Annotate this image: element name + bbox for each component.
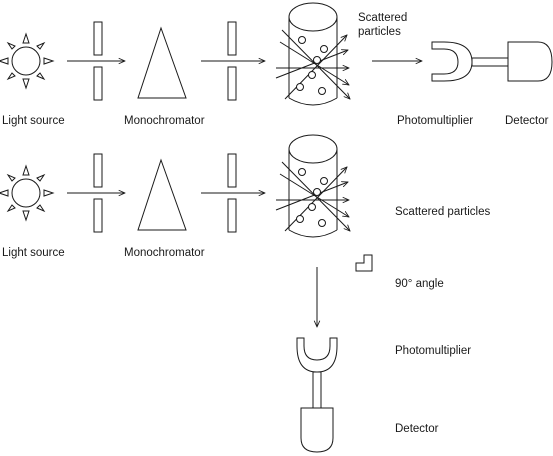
top-photomultiplier-label: Photomultiplier	[397, 115, 474, 127]
top-scattered-label-line2: particles	[358, 26, 401, 38]
top-scattered-label-line1: Scattered	[358, 12, 408, 24]
top-scatter-rays	[275, 29, 350, 99]
bottom-monochromator-prism	[137, 158, 187, 231]
top-slit-2	[227, 21, 237, 101]
bottom-sample-cuvette	[288, 134, 338, 238]
top-monochromator-prism	[137, 26, 187, 99]
top-particles	[296, 36, 328, 95]
bottom-light-source-label: Light source	[2, 247, 65, 259]
bottom-scattered-label: Scattered particles	[395, 206, 491, 218]
top-monochromator-label: Monochromator	[124, 115, 205, 127]
top-photomultiplier-icon	[431, 41, 553, 82]
top-slit-1	[93, 21, 103, 101]
angle-90-icon	[355, 254, 373, 272]
top-detector-label: Detector	[505, 115, 549, 127]
bottom-slit-2	[227, 153, 237, 233]
angle-label: 90° angle	[395, 278, 444, 290]
bottom-photomultiplier-label: Photomultiplier	[395, 345, 472, 357]
bottom-slit-1	[93, 153, 103, 233]
bottom-particles	[296, 168, 328, 227]
top-sample-cuvette	[288, 2, 338, 106]
bottom-monochromator-label: Monochromator	[124, 247, 205, 259]
bottom-scatter-rays	[275, 161, 350, 231]
bottom-light-source-icon	[0, 164, 55, 222]
bottom-detector-label: Detector	[395, 423, 439, 435]
top-light-source-icon	[0, 32, 55, 90]
top-light-source-label: Light source	[2, 115, 65, 127]
bottom-photomultiplier-icon	[296, 337, 338, 453]
